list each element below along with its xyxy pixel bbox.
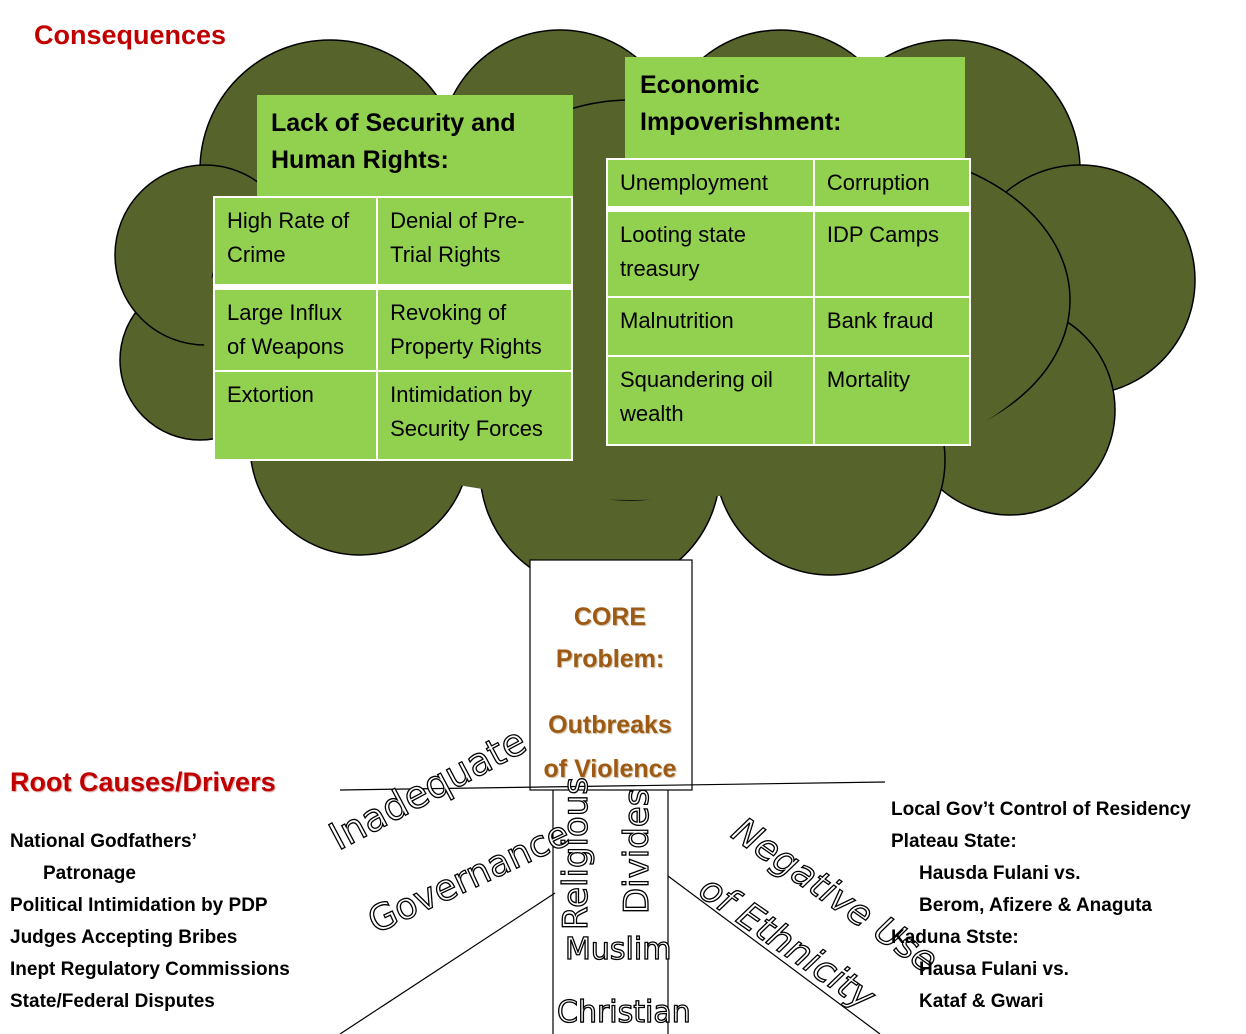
table-cell: Corruption	[812, 158, 972, 210]
economic-table: Unemployment Corruption Looting state tr…	[606, 158, 972, 446]
list-item: Kaduna Stste:	[891, 927, 1019, 948]
root-divides: Divides	[616, 788, 657, 915]
root-causes-heading: Root Causes/Drivers	[10, 767, 276, 797]
table-cell: Extortion	[212, 370, 379, 461]
root-muslim: Muslim	[564, 931, 672, 967]
table-cell: Intimidation by Security Forces	[376, 370, 573, 461]
economic-title-line1: Economic	[640, 71, 760, 99]
list-item: Hausa Fulani vs.	[919, 959, 1069, 980]
table-row: Unemployment Corruption	[606, 158, 972, 210]
root-religious: Religious	[555, 776, 596, 930]
list-item: State/Federal Disputes	[10, 991, 215, 1012]
table-cell: Unemployment	[606, 158, 815, 210]
left-causes-list: National Godfathers’ Patronage Political…	[10, 826, 290, 1018]
table-cell: Mortality	[812, 355, 972, 446]
core-problem-line4: of Violence	[543, 755, 677, 783]
core-problem-line1: CORE	[573, 603, 647, 631]
tree-trunk	[529, 559, 693, 791]
table-cell: Revoking of Property Rights	[376, 284, 573, 372]
list-item: Berom, Afizere & Anaguta	[919, 895, 1152, 916]
table-cell: IDP Camps	[812, 206, 972, 298]
economic-title-line2: Impoverishment:	[640, 108, 842, 136]
right-causes-list: Local Gov’t Control of Residency Plateau…	[891, 794, 1191, 1018]
root-christian: Christian	[556, 994, 691, 1030]
table-cell: Squandering oil wealth	[606, 355, 815, 446]
list-item: Political Intimidation by PDP	[10, 895, 268, 916]
table-cell: High Rate of Crime	[212, 196, 379, 288]
core-problem-line3: Outbreaks	[548, 711, 672, 739]
ground-line	[339, 781, 886, 791]
list-item: Judges Accepting Bribes	[10, 927, 238, 948]
security-title-line1: Lack of Security and	[271, 109, 516, 137]
list-item: Inept Regulatory Commissions	[10, 959, 290, 980]
list-item: Plateau State:	[891, 831, 1017, 852]
root-line-left	[339, 892, 556, 1034]
core-problem-line2: Problem:	[555, 645, 665, 673]
table-row: Large Influx of Weapons Revoking of Prop…	[212, 284, 573, 372]
table-cell: Denial of Pre-Trial Rights	[376, 196, 573, 288]
list-item: Patronage	[43, 863, 136, 884]
table-row: Malnutrition Bank fraud	[606, 296, 972, 357]
table-row: Looting state treasury IDP Camps	[606, 206, 972, 298]
economic-box-title: Economic Impoverishment:	[625, 57, 965, 158]
list-item: National Godfathers’	[10, 831, 197, 852]
table-cell: Looting state treasury	[606, 206, 815, 298]
security-table: High Rate of Crime Denial of Pre-Trial R…	[212, 196, 573, 461]
table-cell: Large Influx of Weapons	[212, 284, 379, 372]
security-box-title: Lack of Security and Human Rights:	[257, 95, 573, 196]
table-cell: Bank fraud	[812, 296, 972, 357]
consequences-heading: Consequences	[34, 20, 227, 50]
list-item: Hausda Fulani vs.	[919, 863, 1081, 884]
security-title-line2: Human Rights:	[271, 146, 449, 174]
table-row: High Rate of Crime Denial of Pre-Trial R…	[212, 196, 573, 288]
list-item: Kataf & Gwari	[919, 991, 1044, 1012]
table-row: Squandering oil wealth Mortality	[606, 355, 972, 446]
table-row: Extortion Intimidation by Security Force…	[212, 370, 573, 461]
list-item: Local Gov’t Control of Residency	[891, 799, 1191, 820]
root-line-right	[667, 875, 881, 1034]
table-cell: Malnutrition	[606, 296, 815, 357]
